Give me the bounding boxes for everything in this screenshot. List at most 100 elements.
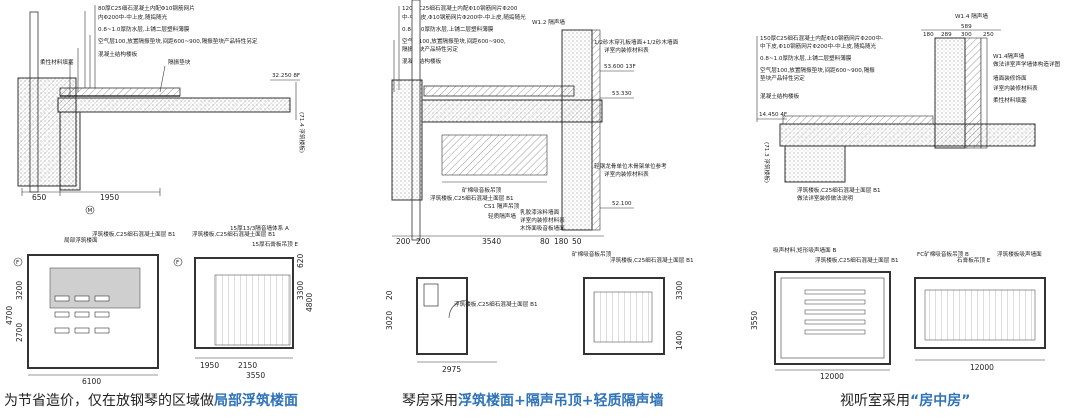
panel-piano-room: 120厚C25细石混凝土内配Φ10钢筋网片Φ200 中-中上皮,Φ10钢筋网片Φ… xyxy=(372,0,702,385)
rnote-2-8: 详室内装修材料表 xyxy=(520,216,565,224)
note-1-2: 0.8~1.0厚防水层,上铺二层塑料薄膜 xyxy=(98,25,190,33)
rnote-2-6: 轻质隔声墙 xyxy=(488,212,516,220)
note-1-5: 柔性材料填塞 xyxy=(40,58,74,66)
plan2r-label-1: 浮筑楼板,C25细石混凝土面层 B1 xyxy=(610,256,694,264)
plan-right-3: FC矿棉吸音板吊顶 B 石膏板吊顶 E 浮筑楼板吸声墙面 12000 xyxy=(914,250,1046,372)
top-dim-3-0: 589 xyxy=(961,24,972,30)
rnote-2-9: 木饰面吸音板墙面 xyxy=(520,224,565,232)
note-3-1: 中下皮,Φ10钢筋网片Φ200中-中上皮,随捣随光 xyxy=(760,42,876,50)
axis-mark-1: M xyxy=(88,208,93,214)
top-dim-3-2: 289 xyxy=(941,32,952,38)
plan1-dim-0: 6100 xyxy=(82,377,101,386)
note-2-5: 混凝土结构楼板 xyxy=(402,57,442,65)
plan3r-label-2: 浮筑楼板吸声墙面 xyxy=(997,250,1042,258)
elev-2-0: 53.600 13F xyxy=(604,64,636,70)
note-1-3: 空气层100,放置隔振垫块,间距600~900,隔振垫块产品特性另定 xyxy=(98,37,258,45)
panel-local-floating-floor: 80厚C25细石混凝土内配Φ10钢筋网片 内Φ200中-中上皮,随捣随光 0.8… xyxy=(0,0,340,386)
caption-bar: 为节省造价，仅在放钢琴的区域做局部浮筑楼面 琴房采用浮筑楼面+隔声吊顶+轻质隔声… xyxy=(0,388,1080,418)
plan1-dim-2: 2700 xyxy=(15,323,24,342)
panel-av-room: W1.4 隔声墙 589 180 289 300 250 150厚C25细石混凝… xyxy=(725,0,1080,385)
top-dim-3-4: 250 xyxy=(983,32,994,38)
plan3-label-0: 吸声材料,矩形吸声墙面 B xyxy=(773,246,836,254)
dim-650: 650 xyxy=(32,193,47,202)
plan2r-dim-1: 1400 xyxy=(675,331,684,350)
note-1-6: 隔振垫块 xyxy=(168,58,191,66)
elev-2-2: 52.100 xyxy=(612,201,632,207)
caption-2-text: 琴房采用 xyxy=(402,393,458,409)
note-3-4: 垫块产品特性另定 xyxy=(760,74,805,82)
rnote-3-2: 墙面装修饰面 xyxy=(993,74,1027,82)
elev-1: 32.250 8F xyxy=(272,73,300,79)
rnote-2-4: 矿棉吸音板吊顶 xyxy=(462,186,502,194)
caption-3-highlight: “房中房” xyxy=(910,393,971,409)
plan1r-label-0: 浮筑楼板,C25细石混凝土面层 B1 xyxy=(192,230,276,238)
desk-grid xyxy=(54,295,110,334)
top-dim-3-1: 180 xyxy=(923,32,934,38)
note-3-0: 150厚C25细石混凝土内配Φ10钢筋网片Φ200中- xyxy=(760,34,883,42)
plan2-dim-1: 3020 xyxy=(385,311,394,330)
drawing-panel-2: 120厚C25细石混凝土内配Φ10钢筋网片Φ200 中-中上皮,Φ10钢筋网片Φ… xyxy=(385,0,694,374)
dim2-2: 3540 xyxy=(482,237,501,246)
dim2-3: 80 xyxy=(540,237,550,246)
note-3-2: 0.8~1.0厚防水层,上铺二层塑料薄膜 xyxy=(760,54,852,62)
plan1r-dim-0: 1950 xyxy=(200,361,219,370)
rnote-2-1: 详室内装修材料表 xyxy=(604,46,649,54)
plan3r-label-1: 石膏板吊顶 E xyxy=(957,256,991,264)
elev-3-2: (71.3 浮筑楼板) xyxy=(763,142,771,183)
plan2-dim-2: 20 xyxy=(385,290,394,300)
bnote-3-0: 浮筑楼板,C25细石混凝土面层 B1 xyxy=(797,186,881,194)
section-detail-1: 80厚C25细石混凝土内配Φ10钢筋网片 内Φ200中-中上皮,随捣随光 0.8… xyxy=(17,4,306,215)
caption-2-highlight: 浮筑楼面+隔声吊顶+轻质隔声墙 xyxy=(458,393,664,409)
elev-2-1: 53.330 xyxy=(612,91,632,97)
note-1-4: 混凝土结构楼板 xyxy=(98,50,138,58)
caption-3-text: 视听室采用 xyxy=(840,393,910,409)
top-dim-3-3: 300 xyxy=(961,32,972,38)
section-detail-2: 120厚C25细石混凝土内配Φ10钢筋网片Φ200 中-中上皮,Φ10钢筋网片Φ… xyxy=(391,0,679,246)
section-detail-3: W1.4 隔声墙 589 180 289 300 250 150厚C25细石混凝… xyxy=(756,12,1061,202)
note-3-5: 混凝土结构楼板 xyxy=(760,92,800,100)
plan3-dim-0: 12000 xyxy=(820,372,844,381)
note-1-1: 内Φ200中-中上皮,随捣随光 xyxy=(98,13,168,21)
cs-tag-2: CS1 隔声吊顶 xyxy=(484,202,520,210)
note-2-0: 120厚C25细石混凝土内配Φ10钢筋网片Φ200 xyxy=(402,4,518,12)
plan-left-3: 吸声材料,矩形吸声墙面 B 浮筑楼板,C25细石混凝土面层 B1 12000 3… xyxy=(750,246,899,381)
rnote-2-7: 乳胶漆涂料墙面 xyxy=(520,208,560,216)
note-2-4: 隔振垫块产品特性另定 xyxy=(402,45,458,53)
note-3-3: 空气层100,放置隔振垫块,间距600~900,隔振 xyxy=(760,66,875,74)
plan3-label-1: 浮筑楼板,C25细石混凝土面层 B1 xyxy=(815,256,899,264)
plan1r-dim-5: 620 xyxy=(296,253,305,268)
caption-3: 视听室采用“房中房” xyxy=(840,391,970,411)
plan2-label-0: 浮筑楼板,C25细石混凝土面层 B1 xyxy=(454,300,538,308)
note-1-0: 80厚C25细石混凝土内配Φ10钢筋网片 xyxy=(98,4,195,12)
elev-3: 14.450 4F xyxy=(759,112,787,118)
rnote-3-0: W1.4隔声墙 xyxy=(993,52,1025,60)
dim2-0: 200 xyxy=(396,237,411,246)
plan2-dim-0: 2975 xyxy=(442,365,461,374)
plan-right-2: 矿棉吸音板吊顶 浮筑楼板,C25细石混凝土面层 B1 3300 1400 xyxy=(572,250,694,355)
note-2-2: 0.8~1.0厚防水层,上铺二层塑料薄膜 xyxy=(402,25,494,33)
elev-2: (71.4 浮筑楼板) xyxy=(298,112,306,153)
caption-1-text: 为节省造价，仅在放钢琴的区域做 xyxy=(4,393,214,409)
plan3-dim-1: 3550 xyxy=(750,311,759,330)
caption-1: 为节省造价，仅在放钢琴的区域做局部浮筑楼面 xyxy=(4,391,298,411)
rnote-2-3: 详室内装修材料表 xyxy=(604,170,649,178)
plan1r-label-2: 15厚石膏板吊顶 E xyxy=(252,240,298,248)
dim2-4: 180 xyxy=(554,237,569,246)
plan2r-dim-0: 3300 xyxy=(675,281,684,300)
bnote-3-1: 做法详室装修做法说明 xyxy=(797,194,853,202)
plan1r-axis: F xyxy=(176,260,179,266)
plan1r-dim-1: 2150 xyxy=(238,361,257,370)
plan1-axis: F xyxy=(16,260,19,266)
plan3r-label-0: FC矿棉吸音板吊顶 B xyxy=(917,250,969,258)
plan3r-dim-0: 12000 xyxy=(970,363,994,372)
plan-left-2: 浮筑楼板,C25细石混凝土面层 B1 2975 3020 20 xyxy=(385,277,538,374)
wall-tag-2: W1.2 隔声墙 xyxy=(532,18,565,26)
plan1r-dim-2: 3550 xyxy=(246,371,265,380)
dim-1950: 1950 xyxy=(100,193,119,202)
rnote-3-4: 柔性材料填塞 xyxy=(993,96,1027,104)
plan2r-label-0: 矿棉吸音板吊顶 xyxy=(572,250,612,258)
caption-1-highlight: 局部浮筑楼面 xyxy=(214,393,298,409)
rnote-2-0: 1/2砂木穿孔板墙面+1/2砂木墙面 xyxy=(594,38,679,46)
wall-tag-3: W1.4 隔声墙 xyxy=(955,12,988,20)
seating-rows xyxy=(804,289,866,335)
